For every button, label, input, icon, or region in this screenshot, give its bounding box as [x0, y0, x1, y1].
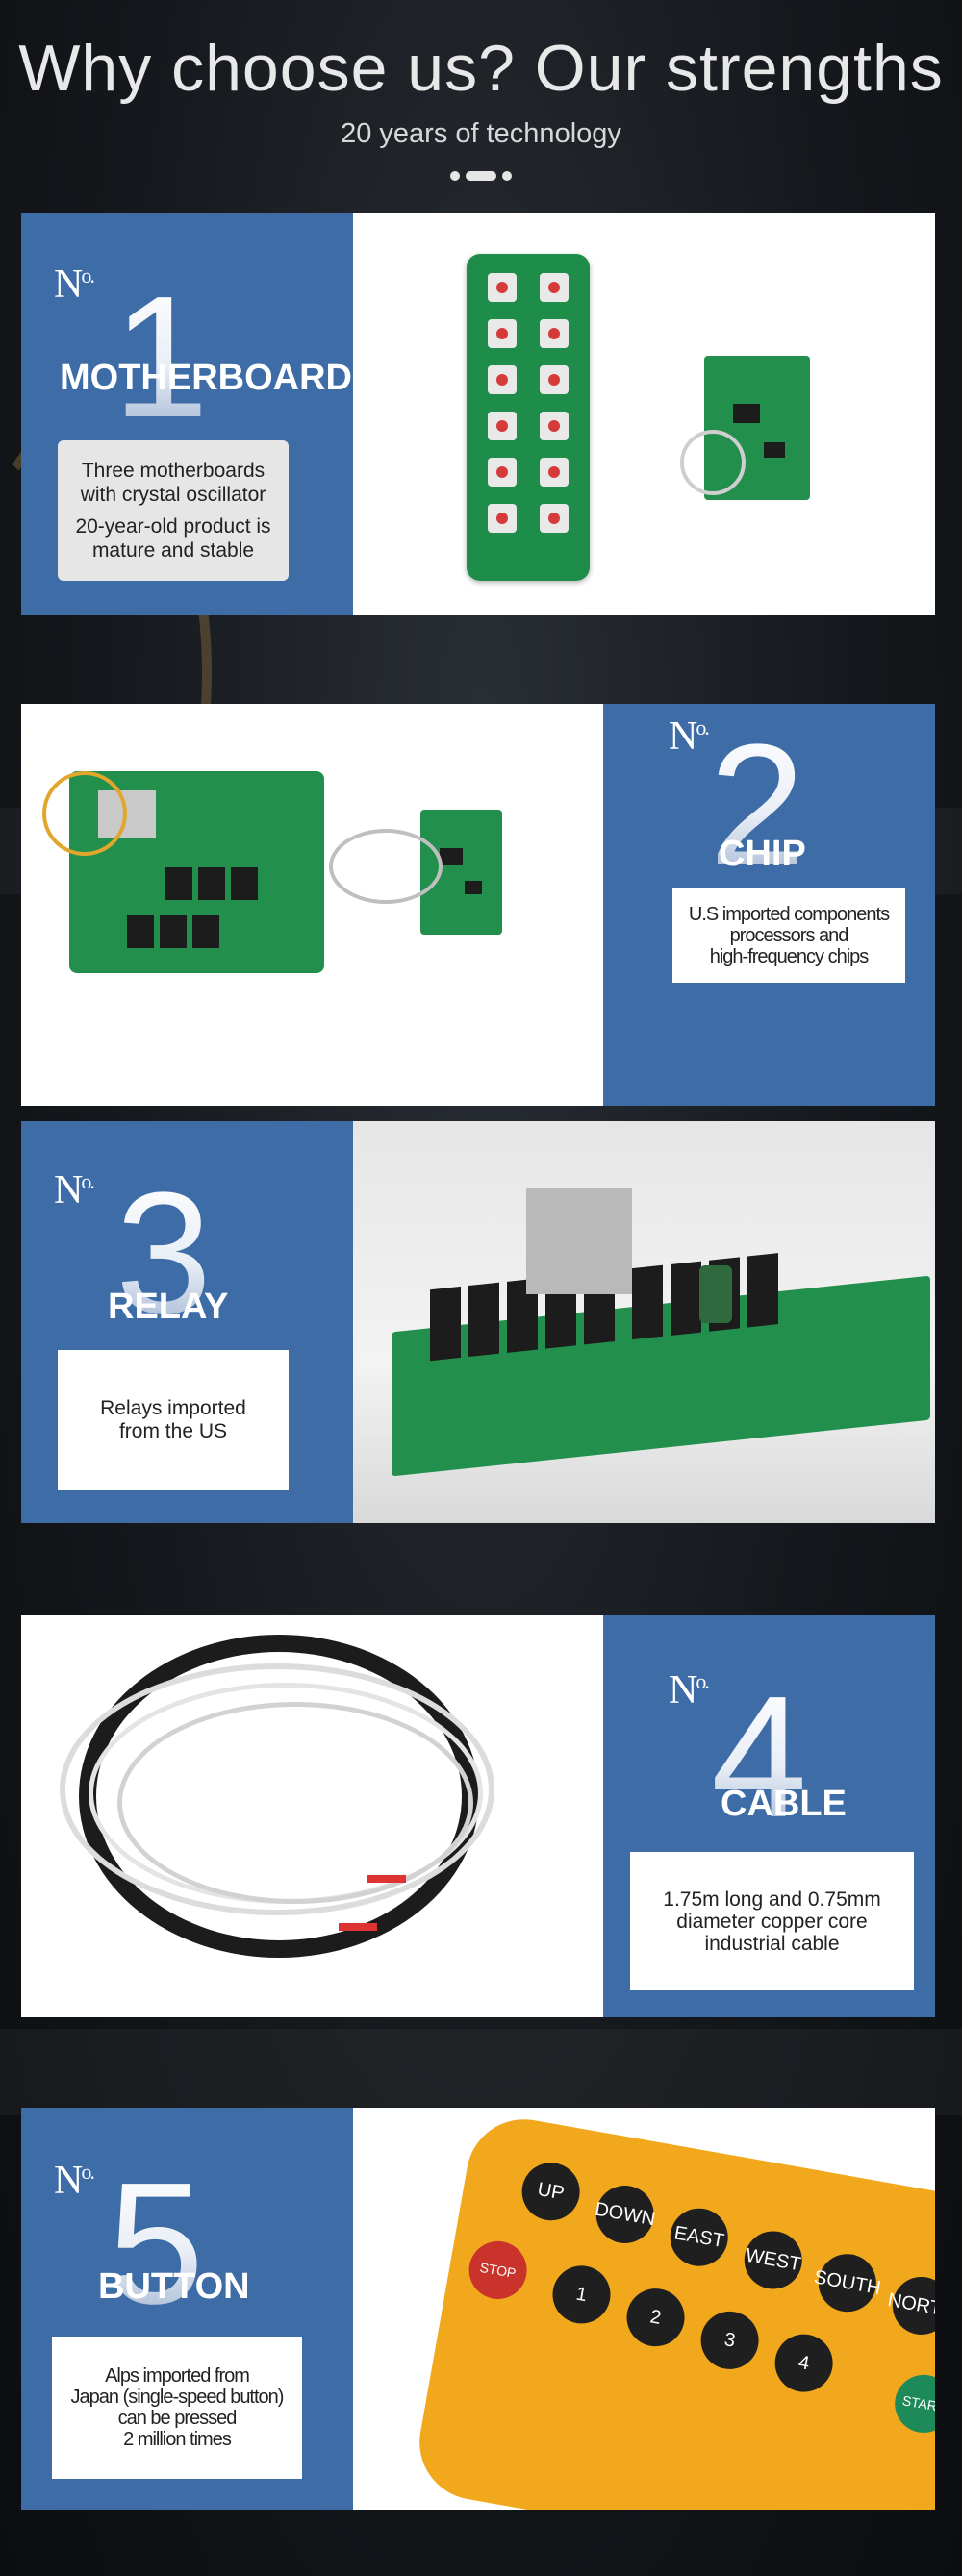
section-number: 3 — [115, 1157, 213, 1350]
number-prefix: No. — [54, 263, 95, 307]
section-title: CABLE — [721, 1784, 847, 1824]
capacitor — [699, 1265, 732, 1323]
number-prefix: No. — [54, 1168, 95, 1213]
pendant-remote: UP DOWN EAST WEST SOUTH NORTH STOP START… — [410, 2110, 935, 2510]
chip-photo — [21, 704, 603, 1106]
strength-section-4: No. 4 CABLE 1.75m long and 0.75mm diamet… — [21, 1615, 935, 2017]
section-number: 2 — [709, 709, 806, 902]
section-number: 4 — [711, 1661, 808, 1854]
remote-button: WEST — [740, 2226, 807, 2294]
strength-section-5: No. 5 BUTTON Alps imported from Japan (s… — [21, 2108, 935, 2510]
strength-section-1: No. 1 MOTHERBOARD Three motherboards wit… — [21, 213, 935, 615]
remote-pcb — [467, 254, 590, 581]
section-description: 1.75m long and 0.75mm diameter copper co… — [630, 1852, 914, 1990]
transformer — [526, 1188, 632, 1294]
page-subtitle: 20 years of technology — [341, 118, 621, 149]
relay-pcb — [392, 1253, 930, 1477]
number-prefix: No. — [669, 714, 710, 759]
remote-button: EAST — [665, 2203, 733, 2271]
section-description: Relays imported from the US — [58, 1350, 289, 1490]
section-4-info-panel: No. 4 CABLE 1.75m long and 0.75mm diamet… — [603, 1615, 935, 2017]
number-prefix: No. — [54, 2159, 95, 2203]
number-prefix: No. — [669, 1668, 710, 1713]
section-description: U.S imported components processors and h… — [672, 888, 905, 983]
strength-section-2: No. 2 CHIP U.S imported components proce… — [21, 704, 935, 1106]
remote-button: 3 — [696, 2307, 764, 2374]
section-description: Three motherboards with crystal oscillat… — [58, 440, 289, 581]
header-divider — [450, 171, 512, 181]
cable-photo — [21, 1615, 603, 2017]
remote-button: 2 — [621, 2284, 690, 2351]
remote-button: 1 — [547, 2261, 616, 2329]
page-title: Why choose us? Our strengths — [18, 32, 944, 105]
section-1-info-panel: No. 1 MOTHERBOARD Three motherboards wit… — [21, 213, 353, 615]
remote-button: DOWN — [591, 2181, 659, 2248]
motherboard-photo — [353, 213, 935, 615]
section-number: 1 — [113, 261, 210, 454]
strength-section-3: No. 3 RELAY Relays imported from the US — [21, 1121, 935, 1523]
remote-button: NORTH — [886, 2272, 935, 2339]
remote-button: SOUTH — [813, 2249, 882, 2316]
section-description: Alps imported from Japan (single-speed b… — [52, 2337, 302, 2479]
section-3-info-panel: No. 3 RELAY Relays imported from the US — [21, 1121, 353, 1523]
section-5-info-panel: No. 5 BUTTON Alps imported from Japan (s… — [21, 2108, 353, 2510]
section-title: BUTTON — [98, 2266, 250, 2307]
remote-button: 4 — [770, 2329, 838, 2397]
section-title: MOTHERBOARD — [60, 358, 352, 398]
section-number: 5 — [108, 2147, 205, 2340]
button-remote-photo: UP DOWN EAST WEST SOUTH NORTH STOP START… — [353, 2108, 935, 2510]
remote-button: START — [890, 2370, 935, 2438]
relay-photo — [353, 1121, 935, 1523]
section-title: RELAY — [108, 1287, 229, 1327]
remote-button: STOP — [464, 2237, 532, 2304]
section-title: CHIP — [719, 834, 806, 874]
remote-button: UP — [517, 2158, 585, 2225]
section-2-info-panel: No. 2 CHIP U.S imported components proce… — [603, 704, 935, 1106]
